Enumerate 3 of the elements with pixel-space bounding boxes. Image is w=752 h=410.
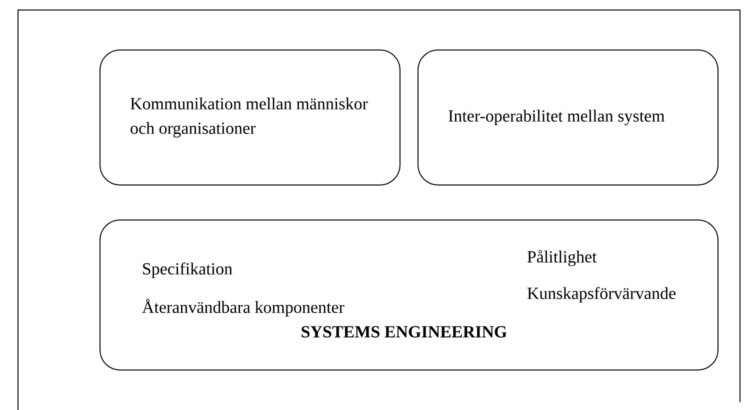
text-box: Specifikation Pålitlighet Återanvändbara komponenter Kunskapsförvärvande SYSTEMS ENGINEERING <box>100 220 718 370</box>
text-box: Kommunikation mellan människor och organisationer <box>100 50 400 186</box>
text-box: Inter-operabilitet mellan system <box>418 50 718 186</box>
